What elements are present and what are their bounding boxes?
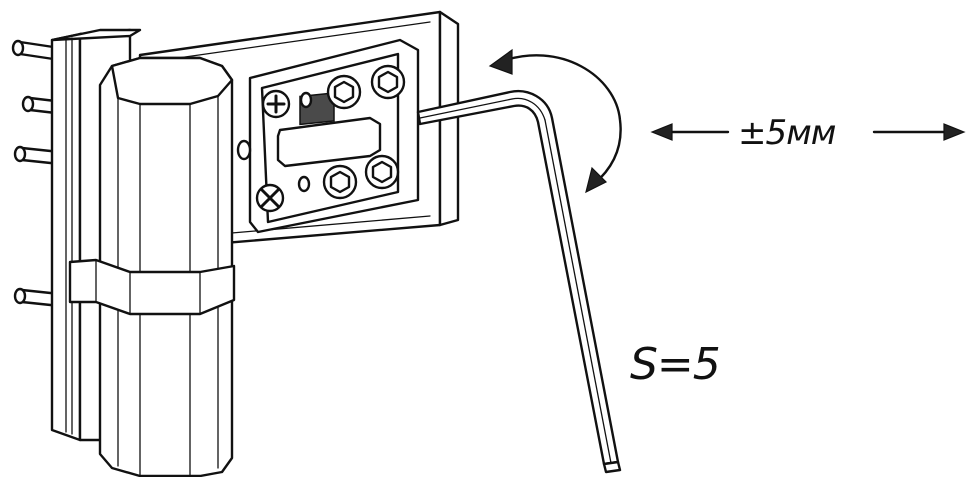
wrench-size-label: S=5 — [630, 339, 721, 390]
adjustment-plate — [236, 38, 420, 234]
rotation-arrow — [488, 48, 622, 194]
hinge-barrel — [98, 56, 234, 477]
adjustment-range-label: ±5мм — [738, 113, 836, 153]
adjustment-arrows — [650, 123, 966, 141]
allen-key — [416, 89, 622, 474]
clamp-band — [68, 258, 236, 316]
